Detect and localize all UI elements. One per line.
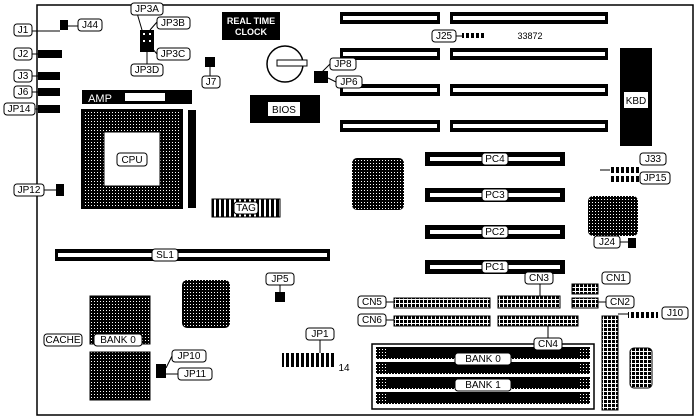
label-j2: J2 <box>18 49 29 60</box>
cn6-connector <box>393 315 491 327</box>
label-j24: J24 <box>599 237 616 248</box>
label-jp5: JP5 <box>271 274 289 285</box>
label-pc3: PC3 <box>485 190 505 201</box>
cpu-side-rail <box>188 110 196 208</box>
label-pc2: PC2 <box>485 227 505 238</box>
rtc-label-line1: REAL TIME <box>227 16 275 26</box>
board-number: 33872 <box>517 31 542 41</box>
label-sl1: SL1 <box>156 250 174 261</box>
amp-label: AMP <box>88 93 112 105</box>
jp1-header <box>282 353 336 367</box>
din-connector <box>629 347 653 389</box>
label-jp6: JP6 <box>340 77 358 88</box>
jp5-header <box>275 292 285 302</box>
label-cn6: CN6 <box>362 315 382 326</box>
kbd-label: KBD <box>626 96 647 107</box>
chipset-chip <box>182 280 230 328</box>
label-j10: J10 <box>667 308 684 319</box>
label-j44: J44 <box>82 20 99 31</box>
jp10-jumper <box>156 364 166 378</box>
cn1-connector <box>571 283 599 295</box>
cache-chip <box>89 351 151 401</box>
label-cache: CACHE <box>45 335 80 346</box>
label-jp3d: JP3D <box>135 65 159 76</box>
chipset-chip <box>352 158 404 210</box>
label-cn2: CN2 <box>610 297 630 308</box>
jp8-jumper <box>314 71 328 83</box>
cn2-connector <box>571 297 599 309</box>
rtc-chip <box>222 12 280 40</box>
label-jp3b: JP3B <box>161 18 185 29</box>
isa-slots <box>340 12 608 132</box>
label-cn3: CN3 <box>529 273 549 284</box>
jp1-pin-label: 14 <box>338 363 350 374</box>
label-simm-bank1: BANK 1 <box>465 380 501 391</box>
label-simm-bank0: BANK 0 <box>465 354 501 365</box>
label-jp3c: JP3C <box>161 49 185 60</box>
label-j25: J25 <box>436 31 453 42</box>
label-tag: TAG <box>236 203 256 214</box>
cn3-connector <box>497 295 561 309</box>
label-j7: J7 <box>206 77 217 88</box>
label-j1: J1 <box>18 25 29 36</box>
j33-header <box>610 167 640 173</box>
label-cn1: CN1 <box>606 273 626 284</box>
label-j33: J33 <box>645 154 662 165</box>
power-connector <box>601 315 619 411</box>
label-jp3a: JP3A <box>135 4 159 15</box>
label-cn5: CN5 <box>362 297 382 308</box>
rtc-label-line2: CLOCK <box>235 27 267 37</box>
label-j3: J3 <box>18 71 29 82</box>
label-pc4: PC4 <box>485 154 505 165</box>
label-jp1: JP1 <box>311 329 329 340</box>
jp15-header <box>610 176 640 182</box>
label-cache-bank0: BANK 0 <box>100 335 136 346</box>
label-jp12: JP12 <box>18 185 41 196</box>
label-cn4: CN4 <box>538 339 558 350</box>
cn4-connector <box>497 315 579 327</box>
bios-label: BIOS <box>272 105 296 116</box>
j24-header <box>628 238 636 248</box>
j25-header <box>462 33 486 38</box>
label-jp8: JP8 <box>334 59 352 70</box>
label-jp10: JP10 <box>178 351 201 362</box>
label-pc1: PC1 <box>485 262 505 273</box>
label-jp11: JP11 <box>184 369 206 380</box>
chipset-chip <box>588 196 638 236</box>
label-cpu: CPU <box>121 155 142 166</box>
cn5-connector <box>393 297 491 309</box>
j10-header <box>628 312 658 318</box>
label-j6: J6 <box>18 87 29 98</box>
left-headers <box>38 20 68 196</box>
label-jp14: JP14 <box>8 104 31 115</box>
label-jp15: JP15 <box>644 173 667 184</box>
j7-header <box>205 57 215 67</box>
